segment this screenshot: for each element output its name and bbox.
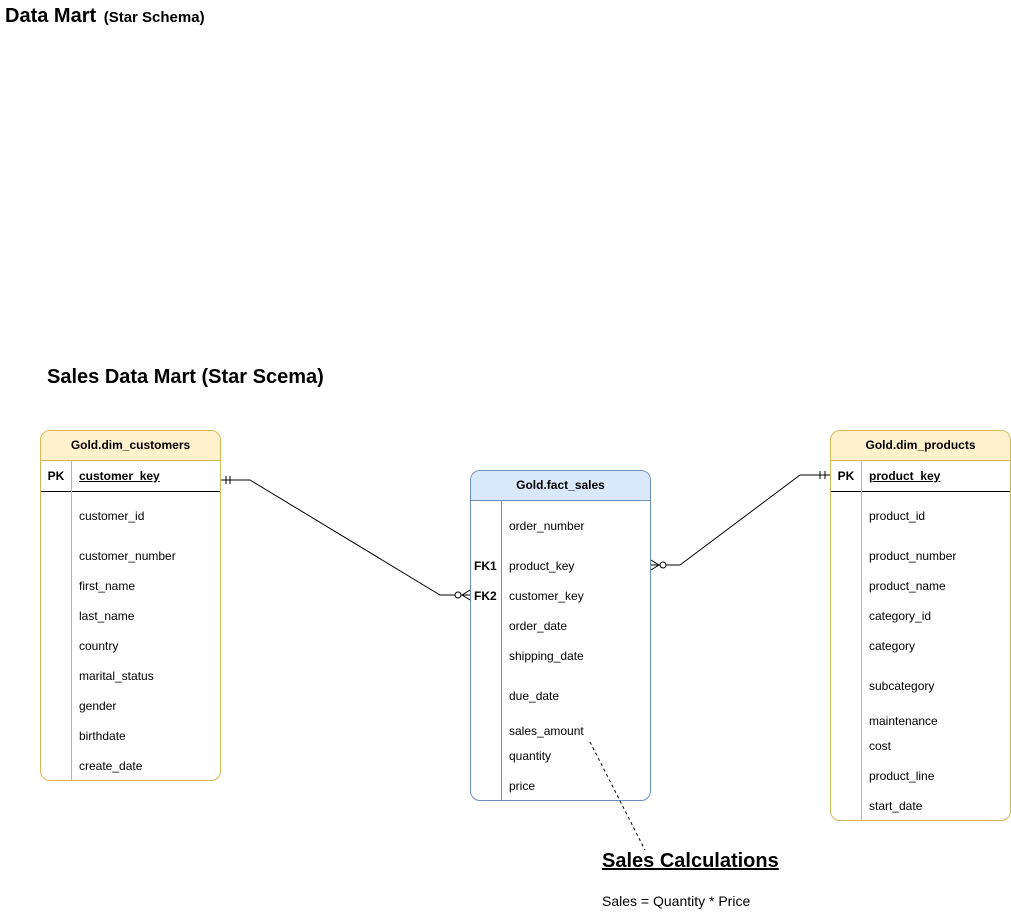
page-subtitle: (Star Schema) — [103, 9, 205, 26]
customers-to-fact-connector — [221, 476, 471, 601]
sales-calculations-title: Sales Calculations — [602, 850, 779, 872]
field-product-id: product_id — [869, 509, 926, 523]
customer-key-field: customer_key — [79, 469, 160, 483]
field-price: price — [509, 779, 536, 793]
sales-formula: Sales = Quantity * Price — [602, 893, 751, 909]
field-subcategory: subcategory — [869, 679, 935, 693]
field-order-date: order_date — [509, 619, 568, 633]
field-last-name: last_name — [79, 609, 135, 623]
page-title: Data Mart (Star Schema) — [5, 5, 205, 28]
dim-customers-title: Gold.dim_customers — [41, 431, 220, 461]
field-cost: cost — [869, 739, 892, 753]
field-order-number: order_number — [509, 519, 585, 533]
dim-products-pk-row: PK product_key — [831, 461, 1010, 492]
field-product-name: product_name — [869, 579, 946, 593]
field-marital-status: marital_status — [79, 669, 154, 683]
page-title-text: Data Mart — [5, 5, 97, 27]
field-due-date: due_date — [509, 689, 560, 703]
column-divider — [71, 461, 72, 780]
field-category-id: category_id — [869, 609, 932, 623]
field-first-name: first_name — [79, 579, 136, 593]
field-start-date: start_date — [869, 799, 923, 813]
field-category: category — [869, 639, 916, 653]
field-birthdate: birthdate — [79, 729, 126, 743]
field-maintenance: maintenance — [869, 714, 938, 728]
pk-label: PK — [47, 469, 65, 483]
calculation-link-dashed — [589, 741, 646, 851]
products-to-fact-connector — [650, 471, 830, 571]
field-create-date: create_date — [79, 759, 143, 773]
field-quantity: quantity — [509, 749, 552, 763]
pk-label: PK — [837, 469, 855, 483]
dim-customers-table[interactable]: Gold.dim_customers PK customer_key custo… — [40, 430, 221, 781]
field-shipping-date: shipping_date — [509, 649, 584, 663]
field-customer-id: customer_id — [79, 509, 145, 523]
dim-products-title: Gold.dim_products — [831, 431, 1010, 461]
product-key-field: product_key — [869, 469, 941, 483]
dim-customers-pk-row: PK customer_key — [41, 461, 220, 492]
field-product-line: product_line — [869, 769, 935, 783]
fk1-label: FK1 — [474, 559, 497, 573]
field-product-number: product_number — [869, 549, 957, 563]
column-divider — [861, 461, 862, 820]
field-customer-key: customer_key — [509, 589, 584, 603]
section-title: Sales Data Mart (Star Scema) — [47, 366, 324, 388]
field-gender: gender — [79, 699, 117, 713]
fk2-label: FK2 — [474, 589, 497, 603]
field-customer-number: customer_number — [79, 549, 176, 563]
column-divider — [501, 501, 502, 800]
field-country: country — [79, 639, 119, 653]
fact-sales-table[interactable]: Gold.fact_sales order_number FK1 product… — [470, 470, 651, 801]
dim-products-table[interactable]: Gold.dim_products PK product_key product… — [830, 430, 1011, 821]
field-product-key: product_key — [509, 559, 575, 573]
fact-sales-title: Gold.fact_sales — [471, 471, 650, 501]
field-sales-amount: sales_amount — [509, 724, 584, 738]
